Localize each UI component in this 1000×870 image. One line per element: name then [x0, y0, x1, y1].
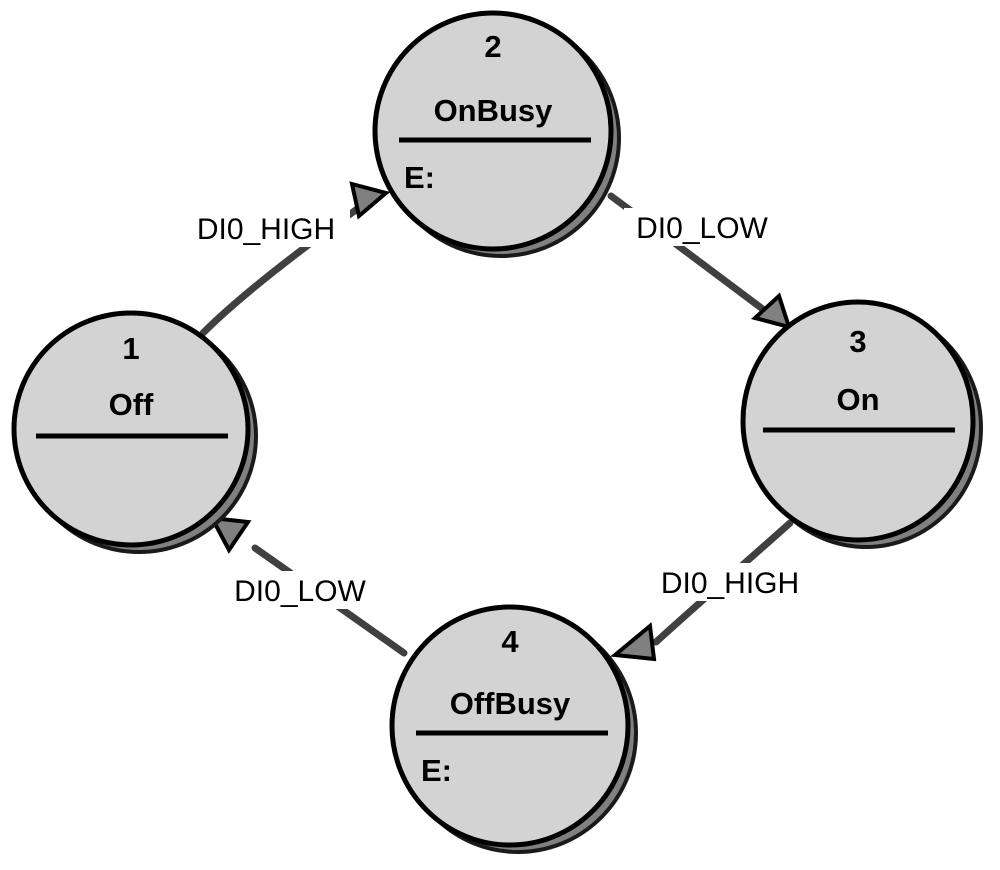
state-name: On [836, 382, 879, 417]
label-backdrop [222, 571, 378, 609]
state-node-offbusy[interactable]: 4 OffBusy E: [389, 604, 638, 854]
state-node-off[interactable]: 1 Off [11, 310, 258, 554]
state-number: 2 [484, 29, 501, 64]
transition-label: DI0_LOW [636, 212, 768, 245]
transition-label-on-to-offbusy: DI0_HIGH [646, 563, 814, 601]
state-entry-label: E: [421, 753, 452, 788]
state-circle [372, 10, 614, 252]
state-number: 4 [501, 624, 519, 659]
state-node-on[interactable]: 3 On [740, 299, 983, 549]
transition-label-offbusy-to-off: DI0_LOW [222, 571, 378, 609]
transition-label: DI0_LOW [234, 575, 366, 608]
label-backdrop [624, 208, 780, 246]
arrowhead-icon [610, 622, 657, 662]
transition-labels-layer: DI0_HIGH DI0_LOW DI0_HIGH DI0_LOW [182, 208, 814, 609]
state-entry-label: E: [404, 160, 435, 195]
arrowhead-icon [208, 515, 252, 554]
transition-label-onbusy-to-on: DI0_LOW [624, 208, 780, 246]
states-layer: 1 Off 2 OnBusy E: 3 On [11, 10, 983, 854]
state-name: OnBusy [434, 93, 554, 128]
state-name: OffBusy [450, 686, 571, 721]
state-node-onbusy[interactable]: 2 OnBusy E: [372, 10, 621, 258]
state-number: 3 [849, 324, 866, 359]
state-name: Off [109, 387, 154, 422]
label-backdrop [646, 563, 814, 601]
state-circle [740, 299, 976, 543]
arrowhead-icon [349, 181, 391, 220]
arrowhead-icon [750, 292, 793, 330]
transition-label-off-to-onbusy: DI0_HIGH [182, 209, 350, 247]
label-backdrop [182, 209, 350, 247]
transition-off-to-onbusy[interactable] [199, 181, 391, 337]
state-circle [11, 310, 251, 548]
transition-label: DI0_HIGH [197, 213, 335, 246]
state-number: 1 [122, 331, 139, 366]
state-circle [389, 604, 631, 848]
transition-label: DI0_HIGH [661, 567, 799, 600]
